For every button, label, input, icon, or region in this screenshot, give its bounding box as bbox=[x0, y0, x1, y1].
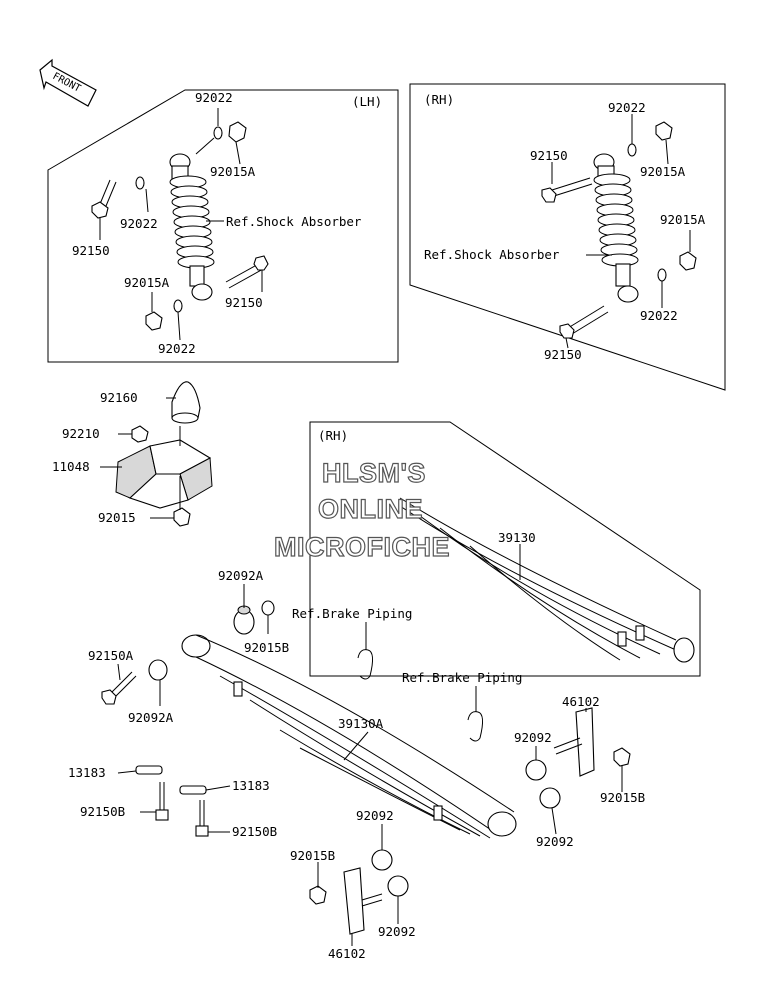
rh-label-top-washer: 92022 bbox=[608, 100, 646, 115]
bushing-top-icon bbox=[233, 605, 255, 635]
label-bracket: 11048 bbox=[52, 459, 90, 474]
label-nut-r: 92015B bbox=[600, 790, 645, 805]
watermark-line-3: MICROFICHE bbox=[274, 532, 450, 562]
lh-label-top-nut: 92015A bbox=[210, 164, 256, 179]
washer-bottom-lh-icon bbox=[173, 299, 183, 313]
rh-leaf-side-label: (RH) bbox=[318, 428, 348, 443]
label-shackle-top: 46102 bbox=[562, 694, 600, 709]
label-bushing-front: 92092A bbox=[128, 710, 174, 725]
nut-top-rh-icon bbox=[655, 121, 673, 141]
bolt-bottom-rh-icon bbox=[559, 305, 609, 339]
bushing-c1-icon bbox=[371, 849, 393, 871]
rh-label-bolt-top: 92150 bbox=[530, 148, 568, 163]
nut-top-lh-icon bbox=[228, 121, 247, 143]
label-bolt-front: 92150A bbox=[88, 648, 134, 663]
bump-stop-icon bbox=[171, 381, 201, 424]
shock-absorber-rh-icon bbox=[593, 153, 639, 303]
shackle-top-icon bbox=[553, 707, 595, 777]
label-bolt-2: 92150B bbox=[232, 824, 277, 839]
lh-side-label: (LH) bbox=[352, 94, 382, 109]
washer-top-rh-icon bbox=[627, 143, 637, 157]
label-bump-stop: 92160 bbox=[100, 390, 138, 405]
rh-label-shock-ref: Ref.Shock Absorber bbox=[424, 247, 560, 262]
label-nut-top: 92015B bbox=[244, 640, 289, 655]
label-brake-ref-2: Ref.Brake Piping bbox=[402, 670, 522, 685]
label-bushing-r1: 92092 bbox=[514, 730, 552, 745]
brake-clip-1-icon bbox=[357, 649, 374, 680]
leaf-spring-lh-icon bbox=[181, 634, 517, 839]
nut-c-icon bbox=[309, 885, 327, 905]
washer-left-lh-icon bbox=[135, 176, 145, 190]
bolt-2-icon bbox=[195, 800, 209, 837]
bolt-1-icon bbox=[155, 782, 169, 821]
bolt-top-rh-icon bbox=[541, 177, 593, 203]
clamp-1-icon bbox=[135, 765, 163, 775]
watermark: HLSM'S ONLINE MICROFICHE bbox=[273, 457, 450, 562]
nut-top-icon bbox=[261, 600, 275, 616]
label-leaf-spring: 39130A bbox=[338, 716, 384, 731]
watermark-line-1: HLSM'S bbox=[322, 458, 426, 488]
lh-label-top-washer: 92022 bbox=[195, 90, 233, 105]
label-bushing-r2: 92092 bbox=[536, 834, 574, 849]
small-nut-icon bbox=[131, 425, 149, 443]
leaf-spring-rh-icon bbox=[399, 497, 695, 663]
label-clamp-2: 13183 bbox=[232, 778, 270, 793]
lh-label-bottom-washer: 92022 bbox=[158, 341, 196, 356]
washer-top-lh-icon bbox=[213, 126, 223, 140]
bushing-front-icon bbox=[148, 659, 168, 681]
clamp-2-icon bbox=[179, 785, 207, 795]
rh-label-right-nut: 92015A bbox=[660, 212, 706, 227]
label-nut: 92015 bbox=[98, 510, 136, 525]
rh-label-bottom-washer: 92022 bbox=[640, 308, 678, 323]
rh-shock-panel: (RH) bbox=[409, 83, 726, 391]
bushing-r2-icon bbox=[539, 787, 561, 809]
bolt-top-lh-icon bbox=[91, 179, 117, 219]
label-bolt-1: 92150B bbox=[80, 804, 125, 819]
lh-label-left-washer: 92022 bbox=[120, 216, 158, 231]
nut-r-icon bbox=[613, 747, 631, 767]
label-bushing-c1: 92092 bbox=[356, 808, 394, 823]
rh-label-bolt-bottom: 92150 bbox=[544, 347, 582, 362]
bushing-r1-icon bbox=[525, 759, 547, 781]
lh-shock-panel: (LH) bbox=[47, 89, 399, 363]
label-shackle-bottom: 46102 bbox=[328, 946, 366, 961]
washer-bottom-rh-icon bbox=[657, 268, 667, 282]
bolt-bottom-lh-icon bbox=[225, 255, 269, 289]
bracket-icon bbox=[115, 439, 213, 509]
rh-leaf-panel: (RH) 39130 bbox=[309, 421, 701, 677]
nut-lower-lh-icon bbox=[145, 311, 163, 331]
stopper-group: 92160 92210 11048 92015 bbox=[52, 381, 213, 527]
front-arrow-icon: FRONT bbox=[39, 58, 97, 107]
watermark-line-2: ONLINE bbox=[318, 494, 423, 524]
nut-bottom-icon bbox=[173, 507, 191, 527]
lh-label-shock-ref: Ref.Shock Absorber bbox=[226, 214, 362, 229]
bolt-front-icon bbox=[101, 671, 137, 705]
label-bushing-top: 92092A bbox=[218, 568, 264, 583]
label-nut-c: 92015B bbox=[290, 848, 335, 863]
lh-leaf-group: 92092A 92015B 92150A 92092A Ref.Brake Pi… bbox=[68, 568, 645, 961]
rh-label-top-nut: 92015A bbox=[640, 164, 686, 179]
shock-absorber-lh-icon bbox=[169, 153, 215, 301]
rh-side-label: (RH) bbox=[424, 92, 454, 107]
lh-label-lower-nut: 92015A bbox=[124, 275, 170, 290]
label-brake-ref-1: Ref.Brake Piping bbox=[292, 606, 412, 621]
label-clamp-1: 13183 bbox=[68, 765, 106, 780]
rh-leaf-label-spring: 39130 bbox=[498, 530, 536, 545]
shackle-bottom-icon bbox=[343, 867, 383, 935]
brake-clip-2-icon bbox=[467, 711, 484, 742]
nut-right-rh-icon bbox=[679, 251, 697, 271]
label-small-nut: 92210 bbox=[62, 426, 100, 441]
lh-label-bolt-bottom: 92150 bbox=[225, 295, 263, 310]
bushing-c2-icon bbox=[387, 875, 409, 897]
label-bushing-c2: 92092 bbox=[378, 924, 416, 939]
lh-label-bolt-top: 92150 bbox=[72, 243, 110, 258]
